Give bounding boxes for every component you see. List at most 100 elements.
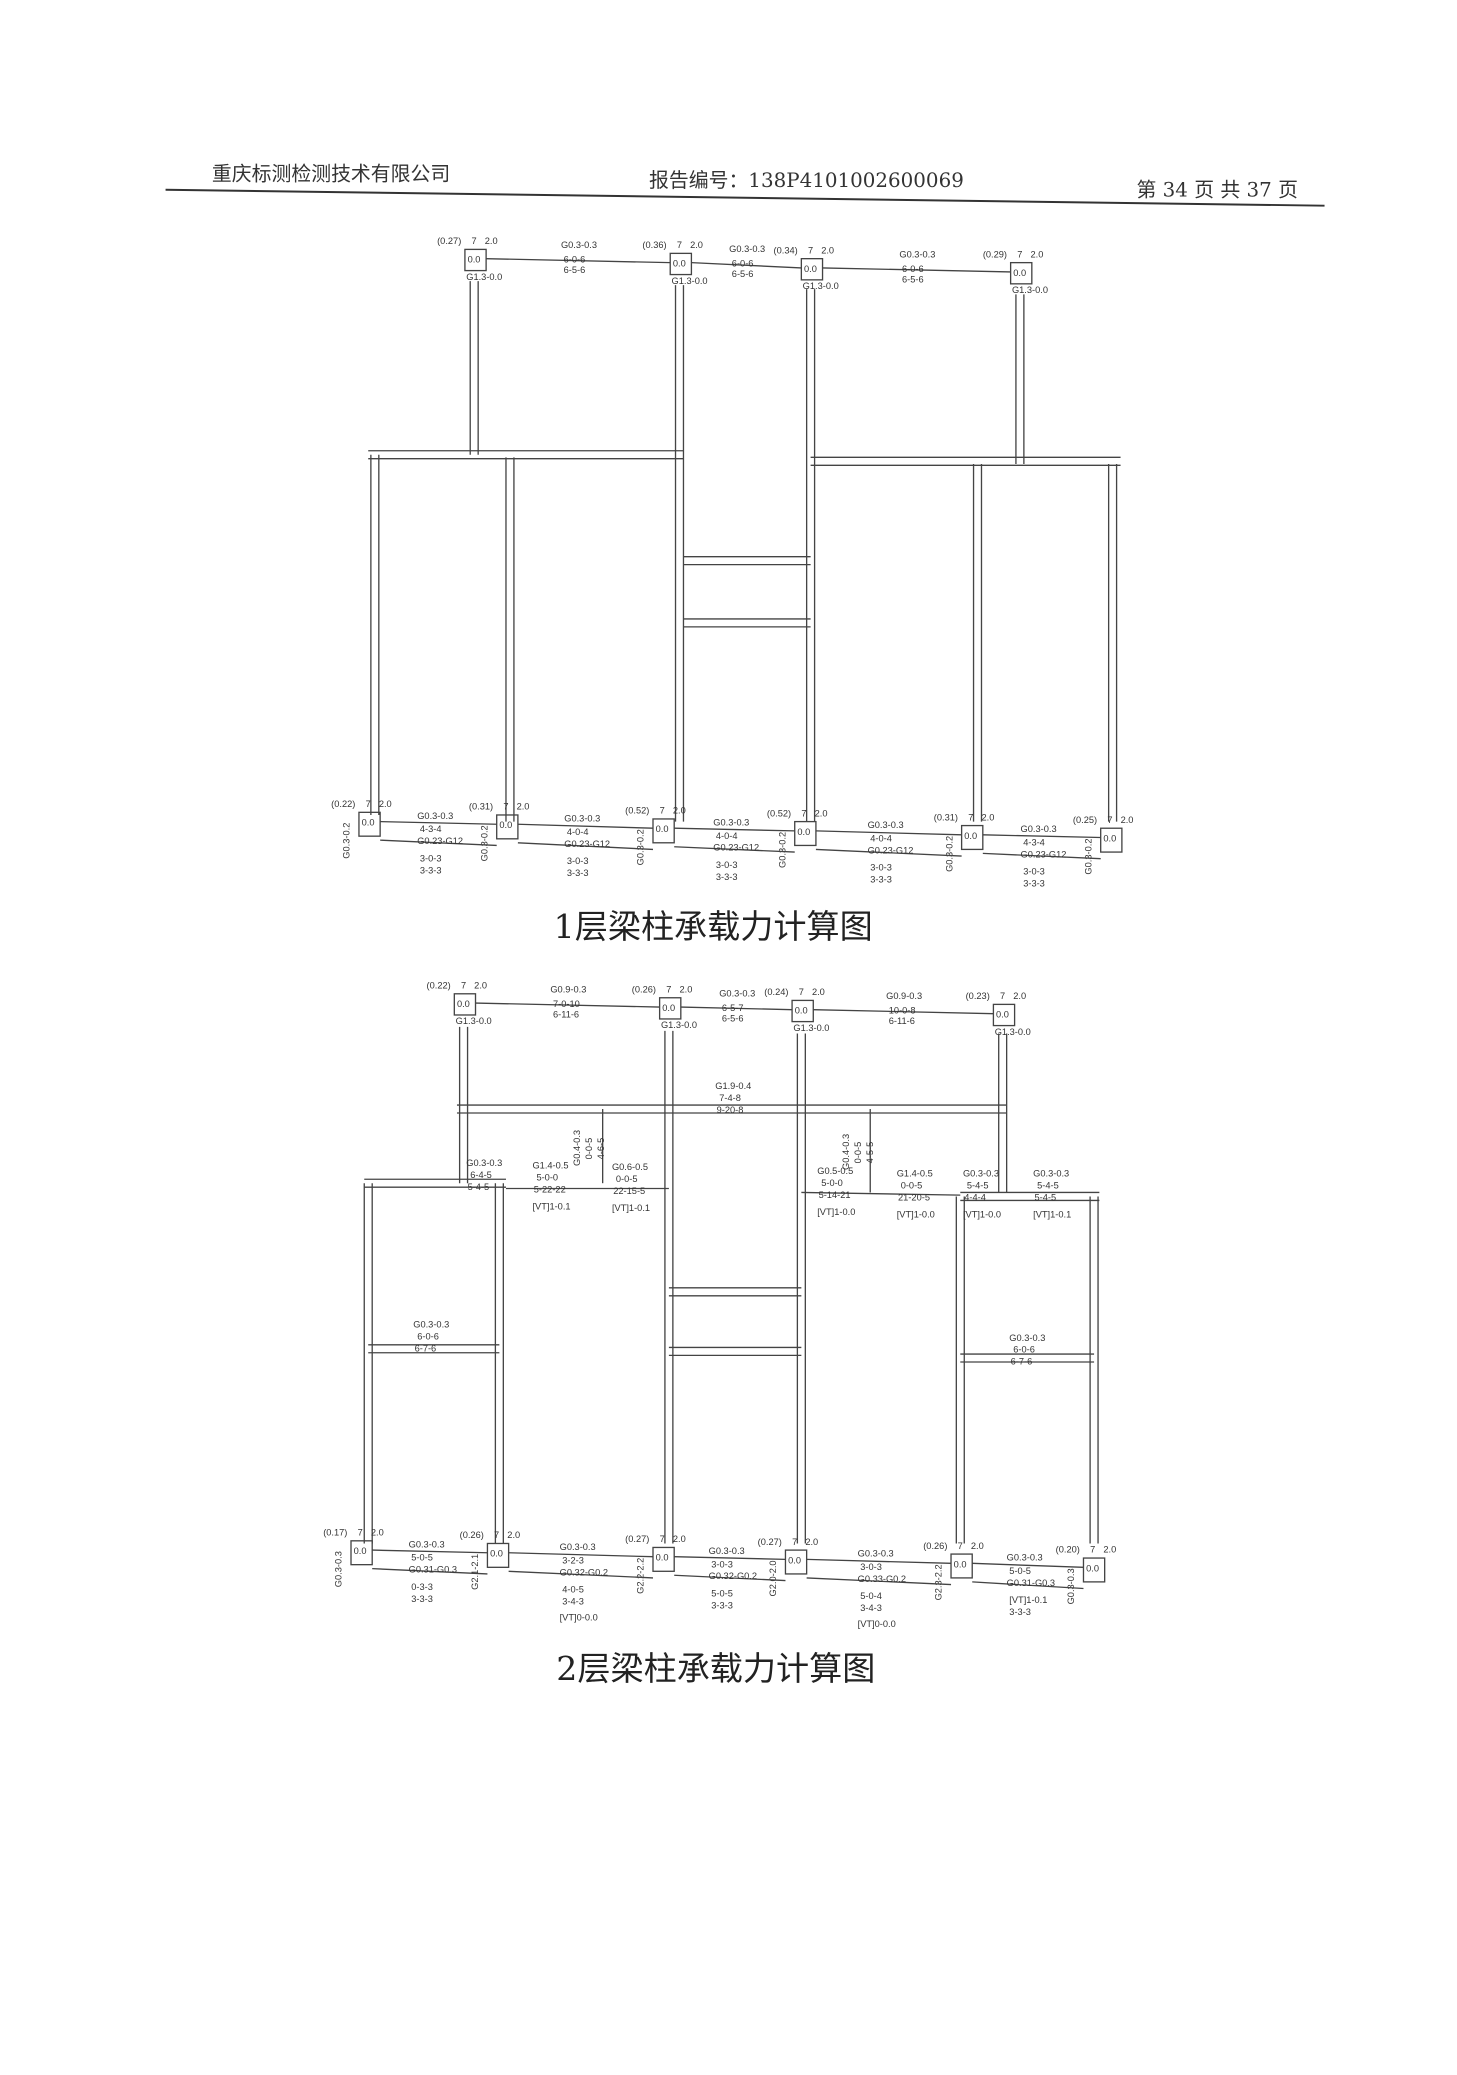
beam-label: [VT]1-0.1 (1009, 1595, 1047, 1605)
beam-label: 3-3-3 (870, 875, 892, 885)
beam-label: 9-20-8 (717, 1105, 744, 1115)
beam-label: 6-11-6 (553, 1010, 579, 1020)
beam-label: G0.32-G0.2 (560, 1567, 608, 1577)
node-inner-value: 0.0 (468, 255, 481, 265)
node-ratio: (0.20) (1056, 1545, 1080, 1555)
beam-label: 5-4-5 (468, 1182, 490, 1192)
beam-label: 6-0-6 (1013, 1345, 1035, 1355)
node-value: 7 (799, 987, 804, 997)
beam (674, 846, 795, 853)
column-node-box (950, 1553, 973, 1579)
node-inner-value: 0.0 (804, 264, 817, 274)
beam-label: G0.3-0.3 (963, 1169, 999, 1179)
beam-label: 5-4-5 (1034, 1192, 1056, 1202)
beam-label: G1.9-0.4 (715, 1081, 751, 1091)
column-label: G0.3-0.2 (1083, 839, 1093, 875)
node-inner-value: 0.0 (662, 1003, 675, 1013)
node-inner-value: 0.0 (1086, 1563, 1099, 1573)
column-label: G0.3-0.2 (944, 836, 954, 872)
beam-label: 4-6-5 (596, 1138, 606, 1160)
node-ratio: (0.24) (764, 987, 788, 997)
node-value: 2.0 (1030, 249, 1043, 259)
node-value: 2.0 (812, 987, 825, 997)
column-node-box (486, 1542, 510, 1568)
beam (674, 827, 795, 832)
beam (372, 1549, 488, 1554)
beam-label: 5-0-0 (821, 1178, 843, 1188)
node-value: 7 (494, 1530, 499, 1540)
node-ratio: (0.27) (625, 1534, 649, 1544)
node-value: 2.0 (815, 808, 828, 818)
node-ratio: (0.34) (774, 245, 798, 255)
node-ratio: (0.52) (625, 806, 649, 816)
node-inner-value: 0.0 (490, 1549, 503, 1559)
beam-label: G0.3-0.3 (1007, 1553, 1043, 1563)
beam-label: G0.23-G12 (713, 843, 759, 853)
beam-label: 6-5-6 (902, 275, 924, 285)
beam-label: 4-0-4 (870, 833, 892, 843)
node-ratio: (0.27) (758, 1537, 782, 1547)
node-inner-value: 0.0 (954, 1559, 967, 1569)
column-node-box (496, 814, 519, 840)
beam (815, 830, 962, 836)
column-label: G0.3-0.3 (1066, 1568, 1076, 1604)
floor1-caption: 1层梁柱承载力计算图 (554, 907, 873, 946)
page-number: 第 34 页 共 37 页 (1136, 178, 1298, 201)
column-label: G0.3-0.2 (777, 832, 787, 868)
node-inner-value: 0.0 (795, 1006, 808, 1016)
beam-label: 0-3-3 (411, 1582, 433, 1592)
beam-label: G0.23-G12 (564, 839, 610, 849)
beam-label: 3-3-3 (716, 872, 738, 882)
beam-label: 3-0-3 (1023, 867, 1045, 877)
beam-label: 5-4-5 (967, 1180, 989, 1190)
beam (475, 1002, 660, 1008)
beam (972, 1581, 1084, 1590)
beam-label: G0.3-0.3 (561, 240, 597, 250)
node-inner-value: 0.0 (797, 827, 810, 837)
column-node-box (658, 997, 682, 1020)
beam-label: G0.4-0.3 (572, 1130, 582, 1166)
beam (674, 1574, 786, 1582)
beam (380, 820, 497, 825)
beam (372, 1567, 488, 1575)
node-ratio: (0.29) (983, 249, 1007, 259)
node-inner-value: 0.0 (362, 818, 375, 828)
beam-label: 21-20-5 (898, 1192, 930, 1202)
node-inner-value: 0.0 (673, 259, 686, 269)
beam-label: 3-4-3 (562, 1596, 584, 1606)
column-label: G1.3-0.0 (995, 1027, 1031, 1037)
beam-label: 22-15-5 (613, 1186, 645, 1196)
node-value: 7 (472, 236, 477, 246)
beam-label: 5-0-5 (1009, 1566, 1031, 1576)
column-node-box (350, 1540, 373, 1566)
column-label: G1.3-0.0 (661, 1020, 697, 1030)
beam-label: 6-5-6 (722, 1014, 744, 1024)
beam (815, 848, 962, 857)
beam-label: G0.5-0.5 (817, 1166, 853, 1176)
node-value: 7 (503, 802, 508, 812)
header-divider (165, 188, 1325, 207)
column-node-box (1100, 827, 1123, 853)
beam-label: 6-0-6 (564, 255, 586, 265)
beam-label: 6-5-7 (722, 1003, 744, 1013)
beam-label: G0.23-G12 (1021, 849, 1067, 859)
beam-label: 0-0-5 (901, 1180, 923, 1190)
beam-label: G0.6-0.5 (612, 1162, 648, 1172)
node-inner-value: 0.0 (788, 1555, 801, 1565)
beam (508, 1570, 654, 1579)
beam-label: 5-22-22 (534, 1184, 566, 1194)
beam (801, 1191, 961, 1196)
node-ratio: (0.52) (767, 808, 791, 818)
beam-label: 4-0-5 (562, 1584, 584, 1594)
node-value: 7 (1107, 815, 1112, 825)
column-label: G0.3-0.2 (636, 829, 646, 865)
node-value: 7 (366, 799, 371, 809)
beam-label: G0.3-0.3 (417, 811, 453, 821)
node-value: 7 (1000, 991, 1005, 1001)
node-value: 7 (677, 240, 682, 250)
node-ratio: (0.22) (427, 980, 451, 990)
beam-label: G0.3-0.3 (713, 818, 749, 828)
column-node-box (453, 993, 477, 1016)
